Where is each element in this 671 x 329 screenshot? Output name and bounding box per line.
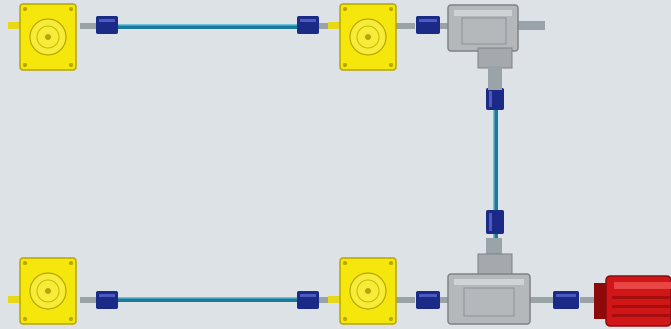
stub-shaft [395,297,415,303]
coupling [96,291,118,309]
stub-shaft [580,297,596,303]
coupling [486,210,504,234]
coupling [297,291,319,309]
bevel-gearbox-top-right [447,4,545,90]
coupling [96,16,118,34]
screw-jack-bottom-left [8,257,77,325]
coupling [553,291,579,309]
screw-jack-bottom-middle [328,257,397,325]
stub-shaft [530,297,554,303]
stub-shaft [318,23,328,29]
bevel-gearbox-bottom-right [447,238,531,325]
coupling [297,16,319,34]
screw-jack-top-left [8,3,77,71]
stub-shaft [318,297,328,303]
coupling [416,16,440,34]
shaft-bottom-horizontal [118,297,298,302]
coupling [486,88,504,110]
coupling [416,291,440,309]
stub-shaft [80,297,98,303]
shaft-right-vertical [493,108,498,258]
electric-motor [594,275,671,327]
stub-shaft [395,23,415,29]
stub-shaft [440,23,450,29]
shaft-top-horizontal [118,24,298,29]
screw-jack-top-middle [328,3,397,71]
stub-shaft [440,297,450,303]
stub-shaft [80,23,98,29]
